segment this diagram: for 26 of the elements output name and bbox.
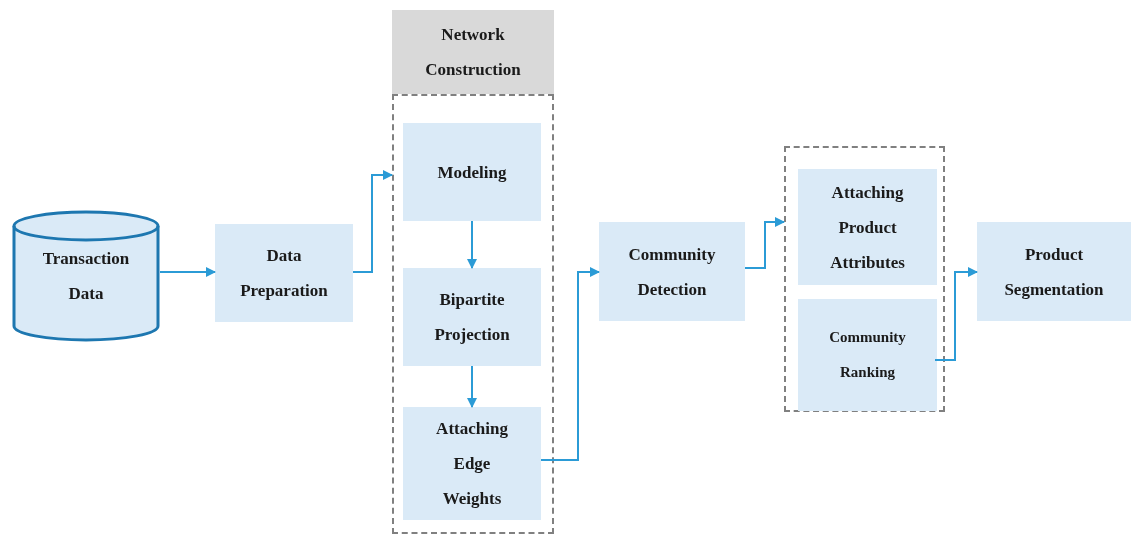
arrow	[744, 217, 785, 269]
arrow	[467, 220, 477, 269]
node-label: Modeling	[437, 161, 507, 184]
node-label: Attaching Product Attributes	[829, 181, 906, 274]
process-box	[599, 222, 745, 321]
dashed-group	[784, 146, 945, 412]
process-box	[403, 123, 541, 221]
arrow	[540, 267, 600, 461]
node-label: Product Segmentation	[1003, 243, 1105, 301]
process-box	[403, 268, 541, 366]
arrow	[352, 170, 393, 273]
arrow	[934, 267, 978, 361]
process-box	[798, 299, 937, 411]
process-box	[215, 224, 353, 322]
node-label: Community Detection	[627, 243, 717, 301]
process-box	[403, 407, 541, 520]
process-box	[977, 222, 1131, 321]
node-label: Attaching Edge Weights	[435, 418, 509, 510]
node-label: Data Preparation	[239, 245, 329, 302]
arrow	[467, 365, 477, 408]
arrow	[159, 267, 216, 277]
node-label: Transaction Data	[41, 248, 131, 305]
node-label: Bipartite Projection	[433, 289, 511, 346]
process-box	[798, 169, 937, 285]
node-label: Community Ranking	[828, 328, 907, 382]
group-heading: Network Construction	[392, 10, 554, 94]
